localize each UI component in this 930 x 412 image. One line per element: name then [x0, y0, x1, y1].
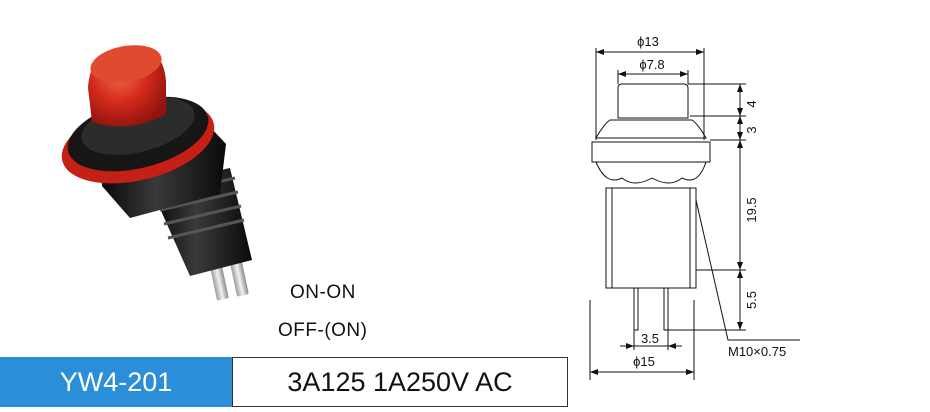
dim-label-4: 4	[744, 100, 759, 107]
dim-label-phi15: ϕ15	[633, 354, 655, 369]
push-button-switch-photo	[61, 45, 252, 301]
dim-label-3-5: 3.5	[641, 331, 659, 346]
dim-label-phi13: ϕ13	[637, 34, 659, 49]
dim-label-thread: M10×0.75	[728, 344, 786, 359]
dim-label-3: 3	[744, 126, 759, 133]
switch-outline	[591, 83, 711, 331]
dim-label-19-5: 19.5	[744, 197, 759, 222]
dim-label-5-5: 5.5	[744, 291, 759, 309]
model-number-label: YW4-201	[0, 357, 232, 407]
red-button-cap	[88, 45, 166, 127]
electrical-rating-label: 3A125 1A250V AC	[232, 357, 568, 407]
mode-label-off-on: OFF-(ON)	[278, 320, 368, 341]
mode-label-on-on: ON-ON	[290, 282, 356, 303]
dimension-drawing: ϕ13 ϕ7.8 4 3 19.5 5.5 3.5 ϕ15 M10×0.75	[589, 34, 800, 380]
dim-label-phi7-8: ϕ7.8	[639, 57, 664, 72]
